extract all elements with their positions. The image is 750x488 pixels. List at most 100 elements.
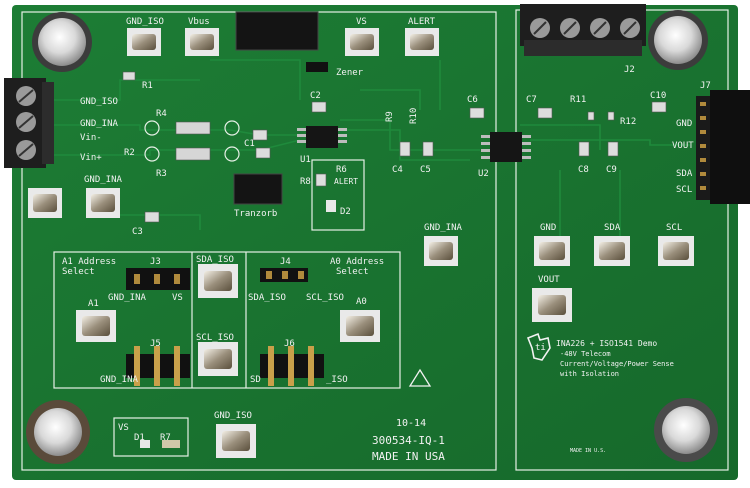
label-demo-line2: -48V Telecom: [560, 350, 611, 358]
label-vin-minus: Vin-: [80, 133, 102, 143]
label-demo-line1: INA226 + ISO1541 Demo: [556, 339, 657, 348]
label-zener: Zener: [336, 68, 364, 78]
label-scl-iso: SCL_ISO: [196, 333, 234, 343]
label-j6-iso: _ISO: [326, 375, 348, 385]
label-j3: J3: [150, 257, 161, 267]
header-j6: [260, 346, 324, 386]
ti-logo: ti: [526, 332, 551, 361]
label-vout-right: VOUT: [538, 275, 560, 285]
label-c4: C4: [392, 165, 403, 175]
label-r10: R10: [409, 108, 419, 124]
label-sda-j7: SDA: [676, 169, 693, 179]
label-gnd-iso-top: GND_ISO: [126, 17, 164, 27]
label-u1: U1: [300, 155, 311, 165]
tranzorb-diode: [233, 173, 283, 205]
label-demo-line3: Current/Voltage/Power Sense: [560, 360, 674, 368]
label-part-no: 300534-IQ-1: [372, 434, 445, 447]
label-gnd-right: GND: [540, 223, 556, 233]
label-r9: R9: [385, 111, 395, 122]
label-r8: R8: [300, 177, 311, 187]
label-j4-sda: SDA_ISO: [248, 293, 286, 303]
label-alert-small: ALERT: [334, 177, 358, 186]
label-a0: A0: [356, 297, 367, 307]
svg-text:ti: ti: [535, 343, 546, 353]
header-j3: [126, 268, 190, 290]
label-gnd-ina-left: GND_INA: [80, 119, 119, 129]
alert-led-box: [311, 159, 365, 231]
label-scl-right: SCL: [666, 223, 682, 233]
label-alert-top: ALERT: [408, 17, 436, 27]
label-j7: J7: [700, 81, 711, 91]
label-r12: R12: [620, 117, 636, 127]
label-r7: R7: [160, 433, 171, 443]
label-c6: C6: [467, 95, 478, 105]
label-gnd-j7: GND: [676, 119, 692, 129]
header-j4: [260, 268, 308, 282]
label-r6: R6: [336, 165, 347, 175]
label-c3: C3: [132, 227, 143, 237]
label-demo-line4: with Isolation: [560, 370, 619, 378]
label-sda-iso: SDA_ISO: [196, 255, 234, 265]
address-select-box: [53, 251, 401, 389]
label-c7: C7: [526, 95, 537, 105]
copper-traces: [40, 59, 690, 240]
label-vout-j7: VOUT: [672, 141, 694, 151]
label-d2: D2: [340, 207, 351, 217]
label-made-usa: MADE IN USA: [372, 450, 445, 463]
label-j4-scl: SCL_ISO: [306, 293, 344, 303]
label-r11: R11: [570, 95, 586, 105]
label-j3-vs: VS: [172, 293, 183, 303]
isolator-module: [235, 11, 319, 51]
label-c8: C8: [578, 165, 589, 175]
label-vin-plus: Vin+: [80, 153, 102, 163]
label-a0-select-line1: A0 Address: [330, 257, 384, 267]
warning-triangle: [408, 368, 432, 387]
led-d1: [140, 440, 150, 448]
label-d1: D1: [134, 433, 145, 443]
label-c2: C2: [310, 91, 321, 101]
label-a0-select-line2: Select: [336, 267, 369, 277]
led-d2: [326, 200, 336, 212]
terminal-block-top-right: [520, 4, 646, 56]
label-gnd-iso-bottom: GND_ISO: [214, 411, 252, 421]
label-r3: R3: [156, 169, 167, 179]
label-gnd-ina-mid: GND_INA: [84, 175, 123, 185]
label-a1: A1: [88, 299, 99, 309]
label-rev: 10-14: [396, 418, 426, 429]
vs-led-box: [113, 417, 189, 457]
label-j3-gnd: GND_INA: [108, 293, 147, 303]
resistor-r7: [162, 440, 180, 448]
label-vs-top: VS: [356, 17, 367, 27]
terminal-block-left: [4, 78, 54, 168]
label-j5: J5: [150, 339, 161, 349]
label-a1-select-line2: Select: [62, 267, 95, 277]
label-c5: C5: [420, 165, 431, 175]
test-points: [28, 28, 694, 458]
smd-passives: [122, 71, 667, 223]
label-gnd-iso-left: GND_ISO: [80, 97, 118, 107]
ic-u1: [297, 126, 347, 148]
label-vbus: Vbus: [188, 17, 210, 27]
label-j5-gnd: GND_INA: [100, 375, 139, 385]
ic-u2: [481, 132, 531, 162]
label-tranzorb: Tranzorb: [234, 209, 277, 219]
label-c9: C9: [606, 165, 617, 175]
label-c1: C1: [244, 139, 255, 149]
label-j2: J2: [624, 65, 635, 75]
header-j7: [696, 90, 750, 204]
label-j4: J4: [280, 257, 291, 267]
label-vs-bottom: VS: [118, 423, 129, 433]
label-c10: C10: [650, 91, 666, 101]
label-u2: U2: [478, 169, 489, 179]
label-j6-sd: SD: [250, 375, 261, 385]
label-r2: R2: [124, 148, 135, 158]
label-made-usa-small: MADE IN U.S.: [570, 448, 606, 454]
label-sda-right: SDA: [604, 223, 621, 233]
label-r4: R4: [156, 109, 167, 119]
zener-diode: [306, 62, 328, 72]
label-gnd-ina-right: GND_INA: [424, 223, 463, 233]
label-scl-j7: SCL: [676, 185, 692, 195]
label-a1-select-line1: A1 Address: [62, 257, 116, 267]
